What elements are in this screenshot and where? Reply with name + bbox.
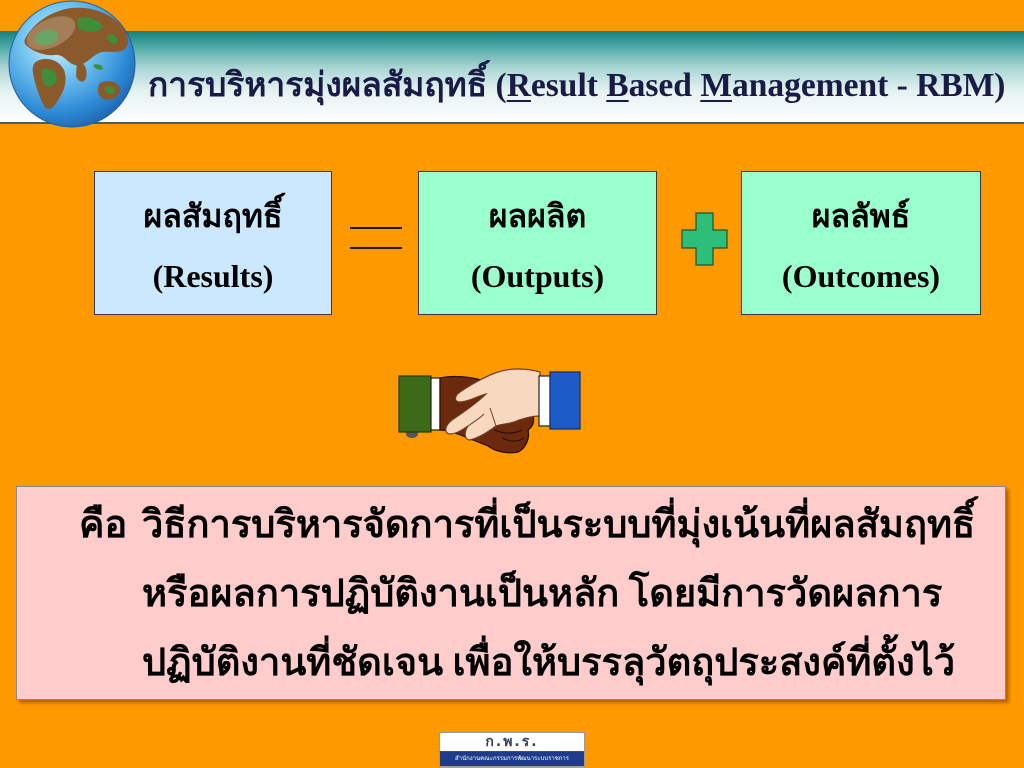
opdc-logo: ก.พ.ร. สำนักงานคณะกรรมการพัฒนาระบบราชการ	[439, 732, 585, 767]
outcomes-box: ผลลัพธ์ (Outcomes)	[741, 171, 981, 315]
title-bar	[0, 31, 1024, 124]
definition-label: คือ	[79, 504, 128, 546]
outputs-box: ผลผลิต (Outputs)	[418, 171, 657, 315]
title-word-based: Based	[606, 67, 692, 104]
results-label-thai: ผลสัมฤทธิ์	[143, 198, 283, 234]
definition-line: หรือผลการปฏิบัติงานเป็นหลัก โดยมีการวัดผ…	[142, 573, 943, 615]
globe-icon	[8, 0, 136, 128]
definition-line: ปฏิบัติงานที่ชัดเจน เพื่อให้บรรลุวัตถุปร…	[142, 642, 956, 684]
equals-bar-top	[350, 227, 402, 229]
title-suffix: - RBM)	[896, 67, 1006, 104]
handshake-icon	[398, 368, 581, 454]
results-box: ผลสัมฤทธิ์ (Results)	[94, 171, 332, 315]
title-thai: การบริหารมุ่งผลสัมฤทธิ์ (	[148, 67, 507, 104]
equals-sign-icon	[350, 227, 402, 251]
outputs-label-english: (Outputs)	[470, 258, 605, 294]
outcomes-label-thai: ผลลัพธ์	[811, 198, 911, 234]
equals-bar-bottom	[350, 247, 402, 249]
logo-abbreviation: ก.พ.ร.	[440, 733, 584, 752]
logo-organization-name: สำนักงานคณะกรรมการพัฒนาระบบราชการ	[440, 752, 584, 766]
slide-title: การบริหารมุ่งผลสัมฤทธิ์ (Result Based Ma…	[148, 62, 1016, 110]
definition-line: วิธีการบริหารจัดการที่เป็นระบบที่มุ่งเน้…	[142, 504, 976, 546]
definition-lines: วิธีการบริหารจัดการที่เป็นระบบที่มุ่งเน้…	[142, 491, 992, 698]
results-label-english: (Results)	[152, 258, 274, 294]
outcomes-label-english: (Outcomes)	[781, 258, 941, 294]
outputs-label-thai: ผลผลิต	[488, 198, 587, 234]
plus-sign-icon	[681, 212, 728, 266]
title-word-management: Management	[700, 67, 889, 104]
definition-box: คือ วิธีการบริหารจัดการที่เป็นระบบที่มุ่…	[16, 486, 1006, 700]
title-word-result: Result	[506, 67, 598, 104]
